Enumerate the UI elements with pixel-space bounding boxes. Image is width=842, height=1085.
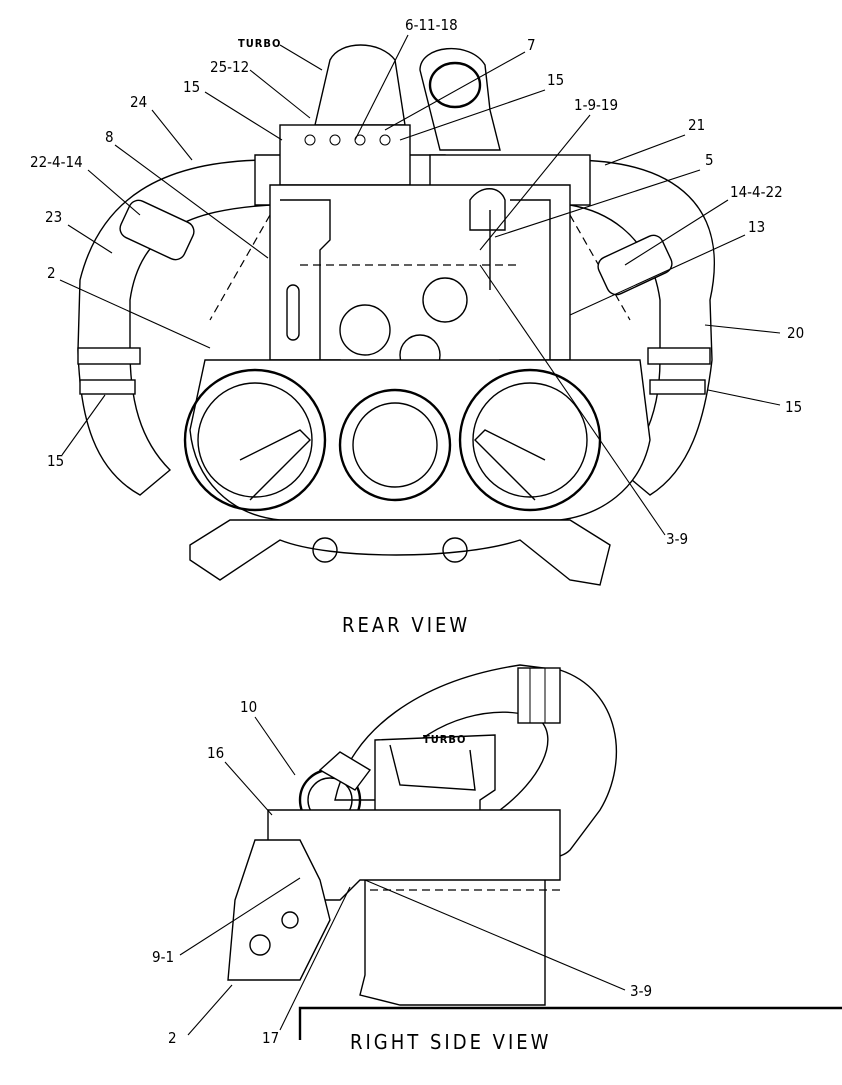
turbo-label: TURBO bbox=[238, 37, 281, 50]
callout-2: 2 bbox=[168, 1029, 177, 1047]
inlet-clamp bbox=[318, 751, 372, 791]
right-flywheel-inner bbox=[472, 382, 588, 498]
left-band-clamp bbox=[77, 347, 141, 365]
gear-housing bbox=[422, 277, 468, 323]
bolt bbox=[329, 134, 341, 146]
center-housing bbox=[338, 388, 452, 502]
side-view-leaders bbox=[179, 716, 626, 1036]
left-clamp bbox=[79, 379, 136, 395]
crankcase bbox=[359, 880, 546, 1006]
turbo-mount-plate bbox=[279, 124, 411, 186]
turbo-elbow-opening bbox=[428, 61, 482, 109]
callout-3-9: 3-9 bbox=[666, 530, 688, 548]
rear-view-leaders bbox=[59, 34, 781, 536]
bracket-hole bbox=[281, 911, 299, 929]
callout-25-12: 25-12 bbox=[210, 58, 249, 76]
tube bbox=[469, 188, 506, 231]
side-view-drawing bbox=[227, 664, 842, 1040]
bolt bbox=[304, 134, 316, 146]
housing-rib bbox=[510, 199, 551, 360]
rear-view-labels: TURBO 6-11-18 7 25-12 15 15 1-9-19 24 21… bbox=[30, 16, 804, 637]
callout-15: 15 bbox=[547, 71, 564, 89]
exhaust-flange bbox=[517, 667, 561, 724]
right-coupling bbox=[597, 234, 673, 296]
ground-line bbox=[298, 1006, 842, 1040]
side-bracket bbox=[227, 839, 331, 981]
side-turbo-label: TURBO bbox=[423, 733, 466, 746]
turbo-elbow bbox=[419, 47, 501, 151]
slot bbox=[286, 284, 300, 341]
right-band-clamp bbox=[647, 347, 711, 365]
callout-15: 15 bbox=[183, 78, 200, 96]
callout-9-1: 9-1 bbox=[152, 948, 174, 966]
callout-7: 7 bbox=[527, 36, 536, 54]
callout-17: 17 bbox=[262, 1029, 279, 1047]
base-port bbox=[312, 537, 338, 563]
rear-view-title: REAR VIEW bbox=[342, 613, 470, 637]
callout-8: 8 bbox=[105, 128, 114, 146]
callout-2: 2 bbox=[47, 264, 56, 282]
link bbox=[239, 429, 311, 501]
hidden-line bbox=[209, 214, 271, 321]
callout-23: 23 bbox=[45, 208, 62, 226]
rear-view-drawing bbox=[77, 44, 715, 586]
left-coupling bbox=[119, 199, 195, 261]
engine-base bbox=[189, 519, 611, 586]
callout-6-11-18: 6-11-18 bbox=[405, 16, 458, 34]
housing-rib bbox=[280, 199, 331, 360]
center-housing-inner bbox=[352, 402, 438, 488]
callout-15: 15 bbox=[785, 398, 802, 416]
side-view-labels: TURBO 10 16 9-1 3-9 2 17 RIGHT SIDE VIEW bbox=[152, 698, 652, 1054]
callout-14-4-22: 14-4-22 bbox=[730, 183, 783, 201]
callout-22-4-14: 22-4-14 bbox=[30, 153, 83, 171]
callout-1-9-19: 1-9-19 bbox=[574, 96, 618, 114]
left-flywheel-housing bbox=[183, 368, 327, 512]
turbo-outlet bbox=[314, 44, 406, 126]
bracket-hole bbox=[249, 934, 271, 956]
callout-16: 16 bbox=[207, 744, 224, 762]
callout-24: 24 bbox=[130, 93, 147, 111]
flywheel-housing bbox=[189, 359, 651, 521]
hidden-line bbox=[569, 214, 631, 321]
base-port bbox=[442, 537, 468, 563]
side-view-title: RIGHT SIDE VIEW bbox=[350, 1030, 551, 1054]
callout-20: 20 bbox=[787, 324, 804, 342]
bolt bbox=[379, 134, 391, 146]
gear-housing bbox=[339, 304, 391, 356]
right-clamp bbox=[649, 379, 706, 395]
link bbox=[474, 429, 546, 501]
callout-21: 21 bbox=[688, 116, 705, 134]
callout-15: 15 bbox=[47, 452, 64, 470]
callout-3-9: 3-9 bbox=[630, 982, 652, 1000]
left-flywheel-inner bbox=[197, 382, 313, 498]
callout-13: 13 bbox=[748, 218, 765, 236]
turbo-cover bbox=[389, 744, 476, 791]
callout-10: 10 bbox=[240, 698, 257, 716]
central-housing bbox=[269, 184, 571, 381]
callout-5: 5 bbox=[705, 151, 714, 169]
